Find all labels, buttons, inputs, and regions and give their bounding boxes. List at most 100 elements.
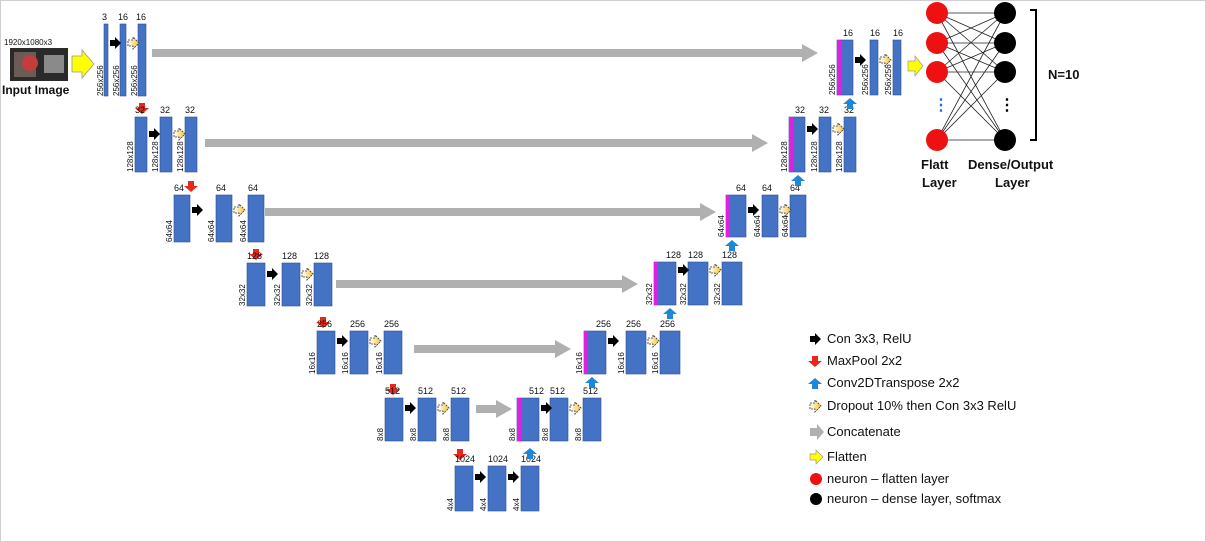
input-image-detail [44,55,64,73]
channel-label: 32 [844,105,854,115]
network-connection [936,12,1006,44]
flatten-neuron-icon [926,129,948,151]
dense-ellipsis: ⋮ [999,97,1015,114]
feature-map-block [487,465,507,512]
concatenated-feature-strip [726,195,730,237]
upconv-arrow-icon [663,308,677,319]
channel-label: 128 [247,251,262,261]
concatenated-feature-strip [517,398,521,441]
flatten-neuron-icon [926,2,948,24]
flatt-label-line2: Layer [922,175,957,190]
dense-neuron-icon [994,129,1016,151]
feature-map-block [721,261,743,306]
feature-map-block [659,330,681,375]
dimension-label: 64x64 [781,215,790,237]
dimension-label: 32x32 [273,284,282,306]
feature-map-block [687,261,709,306]
dimension-label: 256x256 [828,64,837,95]
concatenated-feature-strip [584,331,588,374]
dense-neuron-icon [994,61,1016,83]
legend-label: Conv2DTranspose 2x2 [827,375,959,390]
dimension-label: 8x8 [541,428,550,441]
network-connection [936,71,1006,141]
feature-map-block [103,23,109,97]
conv-arrow-icon [267,268,278,280]
feature-map-block [549,397,569,442]
dense-neuron-icon [994,32,1016,54]
concatenate-arrow-icon [152,44,818,62]
dropout-arrow-icon [127,36,140,50]
dropout-arrow-icon [301,267,314,281]
dropout-arrow-icon [233,203,246,217]
dimension-label: 16x16 [341,352,350,374]
conv-arrow-icon [405,402,416,414]
dimension-label: 32x32 [713,283,722,305]
maxpool-arrow-icon [808,356,822,367]
n-label: N=10 [1048,67,1079,82]
dropout-arrow-icon [569,401,582,415]
channel-label: 16 [843,28,853,38]
feature-map-block [454,465,474,512]
feature-map-block [137,23,147,97]
channel-label: 512 [583,386,598,396]
channel-label: 512 [529,386,544,396]
dimension-label: 128x128 [835,141,844,172]
bottleneck: 10244x410244x410244x4 [446,448,541,512]
upconv-arrow-icon [523,448,537,459]
channel-label: 128 [722,250,737,260]
feature-map-block [184,116,198,173]
dimension-label: 4x4 [512,498,521,511]
conv-arrow-icon [807,123,818,135]
channel-label: 64 [216,183,226,193]
network-connection [936,12,1006,73]
feature-map-block [281,262,301,307]
upconv-arrow-icon [585,377,599,388]
feature-map-block [247,194,265,243]
dimension-label: 256x256 [112,65,121,96]
channel-label: 1024 [488,454,508,464]
feature-map-block [349,330,369,375]
dense-neuron-icon [994,2,1016,24]
dimension-label: 16x16 [651,352,660,374]
feature-map-block [173,194,191,243]
channel-label: 256 [317,319,332,329]
dropout-arrow-icon [709,263,722,277]
legend-label: Con 3x3, RelU [827,331,912,346]
dimension-label: 256x256 [861,64,870,95]
dimension-label: 64x64 [165,220,174,242]
dimension-label: 128x128 [126,141,135,172]
channel-label: 64 [174,183,184,193]
upconv-arrow-icon [808,378,822,389]
feature-map-block [869,39,879,96]
channel-label: 512 [385,386,400,396]
concatenate-arrow-icon [265,203,716,221]
gray-arrow-icon [810,424,824,440]
feature-map-block [417,397,437,442]
channel-label: 32 [135,105,145,115]
dimension-label: 256x256 [96,65,105,96]
channel-label: 128 [688,250,703,260]
input-image-detail [22,55,38,71]
maxpool-arrow-icon [316,317,330,328]
channel-label: 3 [102,12,107,22]
legend-label: MaxPool 2x2 [827,353,902,368]
dense-label-line2: Layer [995,175,1030,190]
feature-map-block [246,262,266,307]
concatenate-arrow-icon [336,275,638,293]
decoder-path: 5128x85128x85128x825616x1625616x1625616x… [508,28,903,442]
dimension-label: 128x128 [151,141,160,172]
channel-label: 32 [819,105,829,115]
channel-label: 64 [736,183,746,193]
input-image-caption: Input Image [2,83,70,97]
channel-label: 256 [350,319,365,329]
dimension-label: 32x32 [679,283,688,305]
conv-arrow-icon [110,37,121,49]
maxpool-arrow-icon [453,449,467,460]
dimension-label: 8x8 [376,428,385,441]
dimension-label: 8x8 [409,428,418,441]
channel-label: 32 [160,105,170,115]
dropout-arrow-icon [369,334,382,348]
dimension-label: 4x4 [479,498,488,511]
channel-label: 256 [596,319,611,329]
